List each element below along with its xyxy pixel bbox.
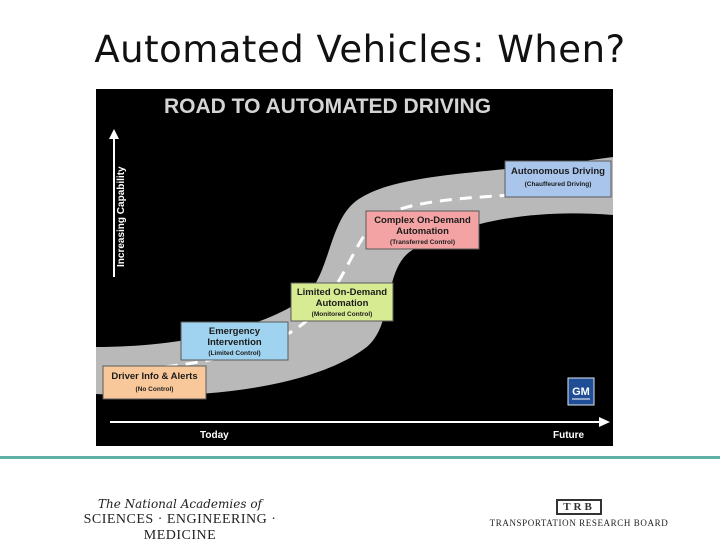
y-axis-label: Increasing Capability <box>116 166 127 267</box>
footer-rule <box>0 456 720 459</box>
stage-box-4 <box>365 210 480 250</box>
stage-3-subtitle: (Monitored Control) <box>312 311 373 318</box>
road-diagram: ROAD TO AUTOMATED DRIVING Increasing Cap… <box>96 89 613 446</box>
stage-1-title-line-1: Driver Info & Alerts <box>111 371 197 382</box>
slide-title: Automated Vehicles: When? <box>94 28 626 71</box>
stage-box-3 <box>290 282 394 322</box>
nas-logo: The National Academies of SCIENCES · ENG… <box>60 497 300 544</box>
trb-logo: TRB TRANSPORTATION RESEARCH BOARD <box>484 495 674 528</box>
stage-4-subtitle: (Transferred Control) <box>390 239 455 246</box>
x-axis-end-label: Future <box>553 430 585 441</box>
y-axis-arrowhead-icon <box>109 129 119 139</box>
nas-line1: The National Academies of <box>97 497 262 511</box>
stage-5-title-line-1: Autonomous Driving <box>511 166 605 177</box>
x-axis-start-label: Today <box>200 430 229 441</box>
gm-logo <box>567 377 595 406</box>
stage-box-1 <box>102 365 207 400</box>
stage-3-title-line-1: Limited On-Demand <box>297 287 387 298</box>
nas-line2: SCIENCES · ENGINEERING · MEDICINE <box>83 512 277 543</box>
x-axis-arrowhead-icon <box>599 417 610 427</box>
gm-logo-text: GM <box>572 386 590 398</box>
trb-logo-mark: TRB <box>556 499 602 515</box>
stage-4-title-line-2: Automation <box>396 226 449 237</box>
stage-boxes: Driver Info & Alerts (No Control) Emergenc… <box>102 160 612 400</box>
stage-5-subtitle: (Chauffeured Driving) <box>525 181 592 188</box>
trb-name: TRANSPORTATION RESEARCH BOARD <box>489 518 669 528</box>
stage-3-title-line-2: Automation <box>316 298 369 309</box>
stage-2-title-line-1: Emergency <box>209 326 261 337</box>
stage-box-5 <box>504 160 612 198</box>
diagram-heading: ROAD TO AUTOMATED DRIVING <box>164 95 491 118</box>
stage-2-subtitle: (Limited Control) <box>208 350 260 357</box>
road-diagram-svg: ROAD TO AUTOMATED DRIVING Increasing Cap… <box>96 89 613 446</box>
stage-4-title-line-1: Complex On-Demand <box>374 215 471 226</box>
stage-box-2 <box>180 321 289 361</box>
stage-2-title-line-2: Intervention <box>207 337 262 348</box>
stage-1-subtitle: (No Control) <box>136 386 174 393</box>
